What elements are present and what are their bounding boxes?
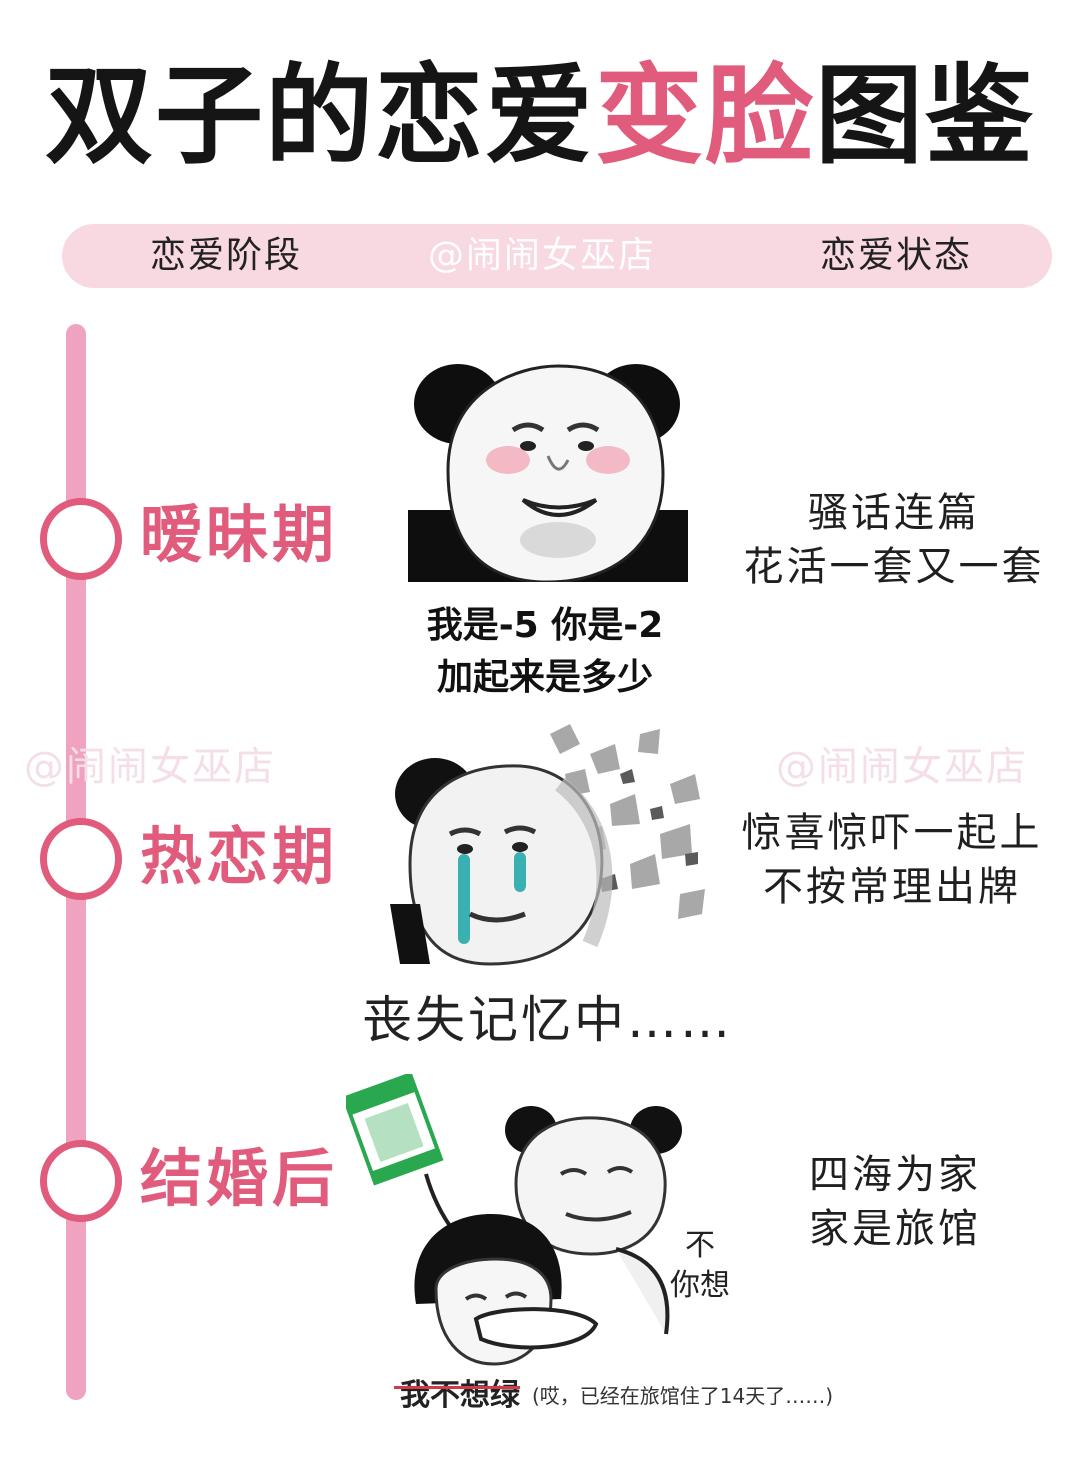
timeline-node-1 (40, 498, 122, 580)
stage-label-1: 暧昧期 (140, 498, 339, 571)
page-title: 双子的恋爱变脸图鉴 (0, 52, 1080, 182)
speech-bubble: 不 你想 (664, 1226, 736, 1306)
meme-caption-2: 丧失记忆中…… (362, 991, 733, 1049)
header-watermark: @闹闹女巫店 (428, 235, 657, 276)
strikethrough-label: 我不想绿 (400, 1378, 520, 1413)
state-text-3: 四海为家 家是旅馆 (760, 1148, 1030, 1256)
panda-disintegrating-meme-image (340, 714, 720, 1034)
strikethrough-line (394, 1386, 520, 1389)
state-1-line-2: 花活一套又一套 (743, 544, 1045, 590)
state-text-1: 骚话连篇 花活一套又一套 (724, 486, 1064, 594)
watermark-left: @闹闹女巫店 (24, 744, 276, 790)
header-bar: 恋爱阶段 @闹闹女巫店 恋爱状态 (62, 224, 1052, 288)
state-text-2: 惊喜惊吓一起上 不按常理出牌 (722, 806, 1062, 914)
stage-label-3: 结婚后 (140, 1142, 339, 1215)
title-accent: 变脸 (594, 54, 815, 179)
state-3-line-2: 家是旅馆 (809, 1206, 981, 1252)
title-main: 双子的恋爱 (44, 54, 595, 179)
meme-note: (哎，已经在旅馆住了14天了……) (532, 1384, 834, 1408)
state-2-line-1: 惊喜惊吓一起上 (741, 810, 1043, 856)
strikethrough-text: 我不想绿 (394, 1370, 520, 1414)
watermark-right: @闹闹女巫店 (776, 744, 1028, 790)
timeline-node-3 (40, 1140, 122, 1222)
bubble-line-2: 你想 (670, 1268, 730, 1303)
state-3-line-1: 四海为家 (809, 1152, 981, 1198)
panda-covering-mouth-meme-image (346, 1074, 726, 1374)
meme-caption-1-line-1: 我是-5 你是-2 (426, 605, 664, 646)
meme-caption-1-line-2: 加起来是多少 (436, 657, 653, 698)
header-state-label: 恋爱状态 (820, 235, 973, 276)
timeline-node-2 (40, 818, 122, 900)
title-tail: 图鉴 (815, 54, 1036, 179)
meme-caption-1: 我是-5 你是-2 加起来是多少 (400, 600, 690, 704)
state-2-line-2: 不按常理出牌 (763, 864, 1021, 910)
header-stage-label: 恋爱阶段 (150, 235, 303, 276)
bubble-line-1: 不 (685, 1228, 715, 1263)
panda-blush-meme-image (408, 364, 688, 582)
state-1-line-1: 骚话连篇 (808, 490, 980, 536)
stage-label-2: 热恋期 (140, 820, 339, 893)
